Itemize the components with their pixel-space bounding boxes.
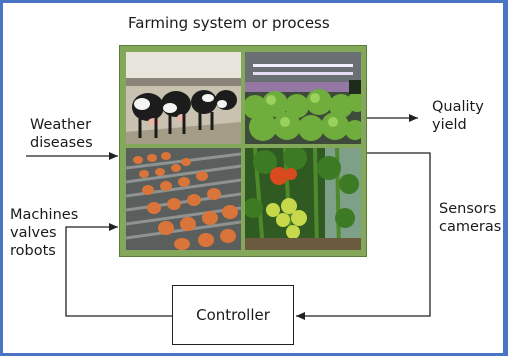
output-label: Quality yield — [432, 98, 484, 134]
actuator-label-line-2: valves — [10, 225, 57, 241]
greenhouse-tomatoes-photo — [245, 148, 361, 250]
sensor-label-line-2: cameras — [439, 219, 502, 235]
actuator-label-line-1: Machines — [10, 207, 79, 223]
sensor-label: Sensors cameras — [439, 200, 501, 236]
disturbance-label-line-2: diseases — [30, 135, 93, 151]
output-label-line-2: yield — [432, 117, 467, 133]
actuator-label-line-3: robots — [10, 243, 56, 259]
sensor-label-line-1: Sensors — [439, 201, 497, 217]
actuator-arrow — [65, 223, 172, 317]
farming-system-photo-grid — [119, 45, 367, 257]
dairy-cows-photo — [126, 52, 241, 144]
diagram-title: Farming system or process — [128, 14, 330, 32]
eggs-conveyor-photo — [126, 148, 241, 250]
output-label-line-1: Quality — [432, 99, 484, 115]
greenhouse-lettuce-photo — [245, 52, 361, 144]
controller-label: Controller — [196, 306, 270, 324]
disturbance-label: Weather diseases — [30, 116, 93, 152]
top-border-bar — [0, 0, 508, 4]
feedback-arrow — [296, 152, 431, 320]
controller-box: Controller — [172, 285, 294, 345]
actuator-label: Machines valves robots — [10, 206, 78, 260]
disturbance-label-line-1: Weather — [30, 117, 92, 133]
